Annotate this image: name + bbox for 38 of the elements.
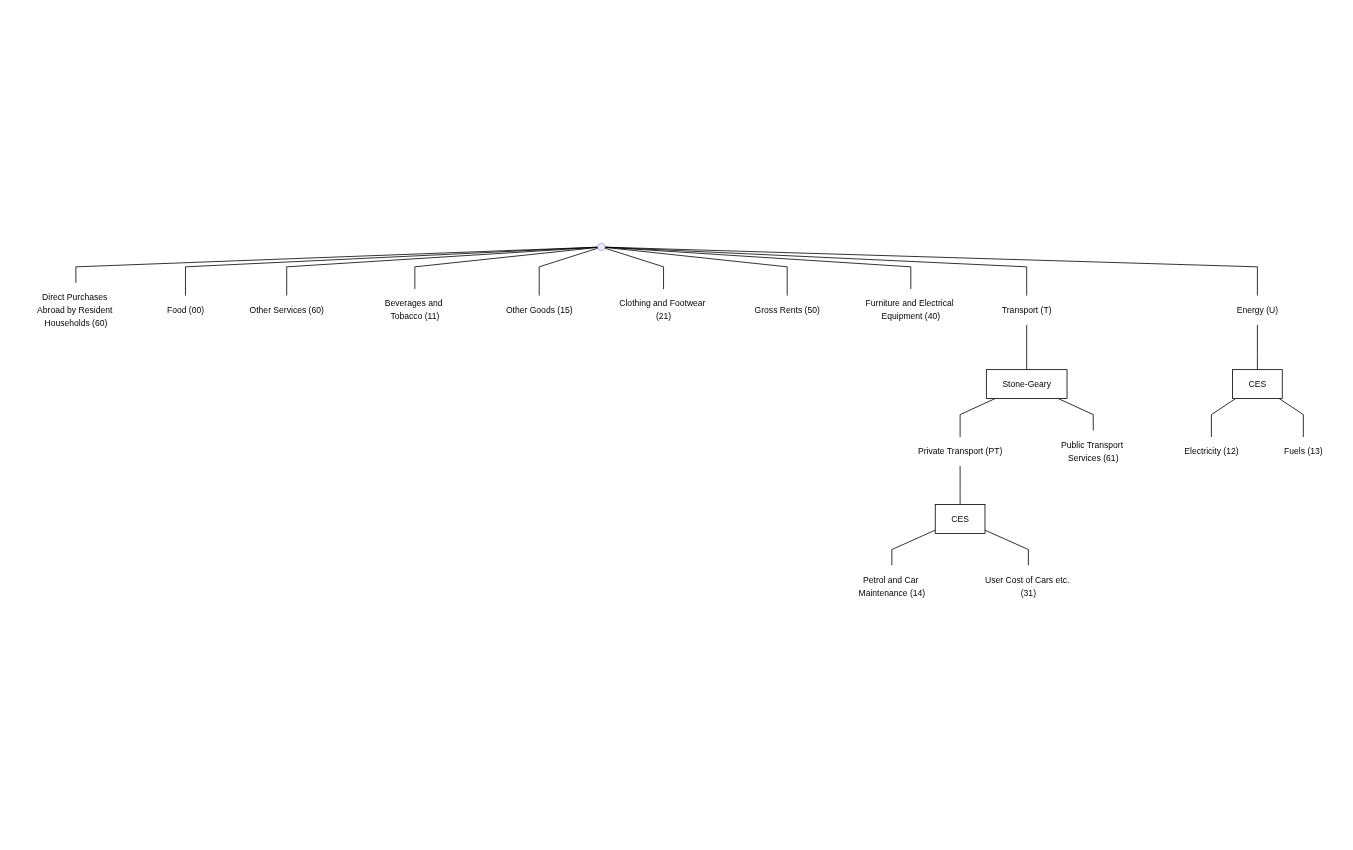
node-text: User Cost of Cars etc. (31): [985, 574, 1070, 597]
node-box: CES: [1232, 368, 1283, 399]
node-text: Other Services (60): [249, 305, 324, 315]
connector: [286, 246, 599, 296]
connector: [185, 246, 599, 296]
node-text: Food (00): [166, 305, 205, 315]
node-text: Transport (T): [1001, 305, 1052, 315]
node-text: Beverages and Tobacco (11): [384, 298, 443, 321]
node-point: [597, 242, 606, 251]
connector: [959, 465, 961, 505]
connector: [1211, 397, 1236, 438]
connector: [959, 397, 996, 438]
node-text: Gross Rents (50): [754, 305, 820, 315]
connector: [604, 247, 664, 290]
node-text: Other Goods (15): [505, 305, 573, 315]
node-text: Furniture and Electrical Equipment (40): [865, 298, 954, 321]
node-text: Clothing and Footwear (21): [619, 298, 706, 321]
connector: [891, 529, 936, 566]
connector: [75, 246, 599, 283]
connector: [538, 247, 599, 296]
connector: [604, 246, 1028, 296]
node-text: Electricity (12): [1184, 446, 1239, 456]
node-text: Energy (U): [1236, 305, 1279, 315]
connector: [1026, 323, 1028, 370]
node-box: Stone-Geary: [985, 368, 1068, 399]
connector: [604, 246, 788, 296]
node-text: Direct Purchases Abroad by Resident Households (60): [37, 292, 113, 328]
connector: [1057, 397, 1094, 431]
connector: [1257, 323, 1258, 370]
connector: [604, 246, 1258, 296]
connector: [604, 246, 912, 290]
node-box: CES: [934, 503, 986, 534]
connector: [984, 529, 1029, 566]
node-text: Fuels (13): [1284, 446, 1323, 456]
node-text: Private Transport (PT): [917, 446, 1003, 456]
connector: [1278, 397, 1304, 438]
node-text: Petrol and Car Maintenance (14): [858, 574, 926, 597]
node-text: Public Transport Services (61): [1061, 439, 1124, 462]
